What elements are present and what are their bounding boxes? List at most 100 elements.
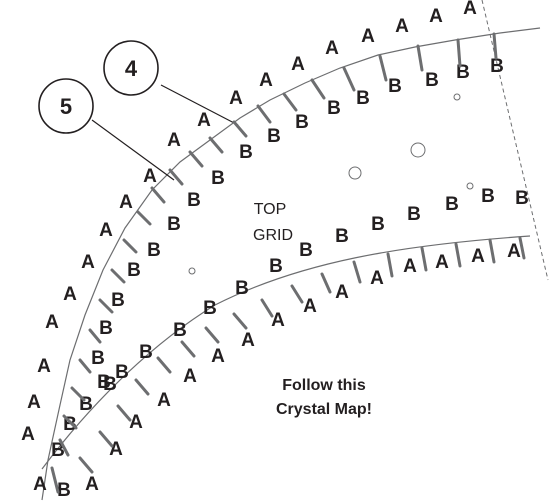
crystal-probe <box>58 438 70 457</box>
crystal-probe <box>78 456 94 474</box>
crystal-label-b: B <box>335 226 349 247</box>
crystal-probe <box>134 378 150 396</box>
crystal-label-b: B <box>111 290 125 311</box>
crystal-label-a: A <box>99 220 113 241</box>
crystal-label-a: A <box>211 346 225 367</box>
crystal-label-b: B <box>445 194 459 215</box>
crystal-label-b: B <box>490 56 504 77</box>
crystal-label-b: B <box>269 256 283 277</box>
callout-4-circle <box>103 40 159 96</box>
crystal-label-b: B <box>456 62 470 83</box>
crystal-label-a: A <box>197 110 211 131</box>
crystal-label-a: A <box>119 192 133 213</box>
crystal-label-a: A <box>335 282 349 303</box>
crystal-probe <box>342 66 356 92</box>
crystal-label-b: B <box>97 372 111 393</box>
crystal-probe <box>70 386 86 402</box>
crystal-label-b: B <box>481 186 495 207</box>
crystal-label-a: A <box>37 356 51 377</box>
crystal-label-a: A <box>81 252 95 273</box>
crystal-label-a: A <box>259 70 273 91</box>
crystal-label-a: A <box>370 268 384 289</box>
crystal-label-b: B <box>187 190 201 211</box>
crystal-label-b: B <box>425 70 439 91</box>
crystal-probe <box>188 150 204 168</box>
crystal-label-b: B <box>115 362 129 383</box>
crystal-probe <box>260 298 274 318</box>
crystal-probe <box>386 252 394 278</box>
crystal-label-b: B <box>91 348 105 369</box>
crystal-label-a: A <box>45 312 59 333</box>
crystal-label-a: A <box>361 26 375 47</box>
crystal-probe <box>352 260 362 284</box>
crystal-probe <box>110 268 126 284</box>
marker-circle <box>188 267 196 275</box>
crystal-probe <box>50 466 60 494</box>
note-line-2: Crystal Map! <box>276 401 372 418</box>
crystal-label-b: B <box>239 142 253 163</box>
outer-wire <box>41 27 541 501</box>
grid-edge-line <box>481 0 549 281</box>
crystal-probe <box>378 54 388 82</box>
crystal-probe <box>232 312 248 330</box>
crystal-probe <box>98 298 114 314</box>
crystal-label-b: B <box>127 260 141 281</box>
crystal-probe <box>320 272 332 294</box>
crystal-label-a: A <box>241 330 255 351</box>
crystal-label-b: B <box>203 298 217 319</box>
marker-circle <box>348 166 362 180</box>
crystal-probe <box>208 136 224 154</box>
crystal-label-b: B <box>235 278 249 299</box>
crystal-label-b: B <box>99 318 113 339</box>
inner-wire <box>41 235 531 470</box>
crystal-probe <box>518 236 526 260</box>
crystal-probe <box>150 186 166 204</box>
marker-circle <box>466 182 474 190</box>
crystal-probe <box>136 210 152 226</box>
crystal-label-a: A <box>303 296 317 317</box>
probe-layer <box>50 32 526 494</box>
crystal-label-b: B <box>356 88 370 109</box>
crystal-label-a: A <box>435 252 449 273</box>
crystal-probe <box>256 104 272 124</box>
crystal-label-a: A <box>271 310 285 331</box>
crystal-label-a: A <box>507 241 521 262</box>
crystal-probe <box>204 326 220 344</box>
crystal-probe <box>282 92 298 112</box>
crystal-label-b: B <box>327 98 341 119</box>
crystal-probe <box>454 242 462 268</box>
crystal-label-a: A <box>325 38 339 59</box>
crystal-label-a: A <box>471 246 485 267</box>
crystal-probe <box>78 358 92 374</box>
crystal-label-a: A <box>157 390 171 411</box>
crystal-label-a: A <box>395 16 409 37</box>
crystal-label-a: A <box>33 474 47 495</box>
crystal-label-b: B <box>267 126 281 147</box>
crystal-label-a: A <box>291 54 305 75</box>
grid-label-top: TOP <box>254 201 287 218</box>
crystal-label-a: A <box>167 130 181 151</box>
crystal-probe <box>98 430 114 448</box>
crystal-label-b: B <box>211 168 225 189</box>
crystal-label-b: B <box>147 240 161 261</box>
callout-5-number: 5 <box>60 94 72 119</box>
crystal-probe <box>290 284 304 304</box>
crystal-label-b: B <box>103 374 117 395</box>
crystal-label-b: B <box>167 214 181 235</box>
crystal-label-a: A <box>463 0 477 19</box>
crystal-probe <box>168 168 184 186</box>
crystal-label-a: A <box>403 256 417 277</box>
crystal-probe <box>116 404 132 422</box>
crystal-label-b: B <box>515 188 529 209</box>
crystal-probe <box>122 238 138 254</box>
callout-5-circle <box>38 78 94 134</box>
crystal-probe <box>88 328 102 344</box>
crystal-label-b: B <box>371 214 385 235</box>
crystal-label-b: B <box>299 240 313 261</box>
crystal-probe <box>416 44 424 72</box>
callout-4-number: 4 <box>125 56 138 81</box>
marker-circle <box>453 93 461 101</box>
